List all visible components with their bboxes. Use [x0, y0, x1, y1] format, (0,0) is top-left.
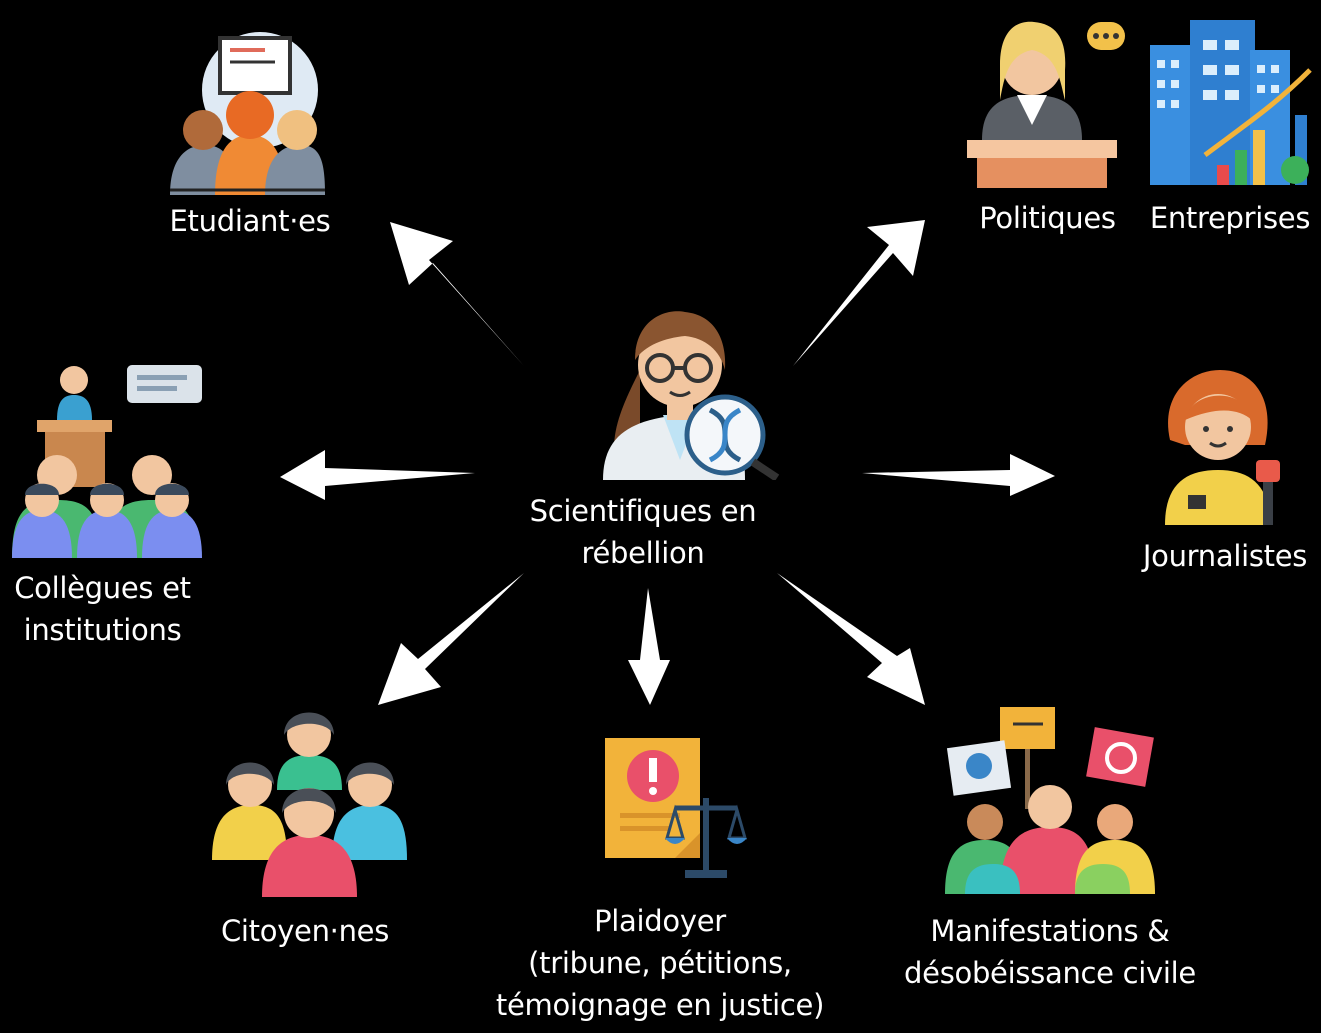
- arrow-to-colleagues: [280, 450, 475, 500]
- speaker-at-podium-icon: [967, 21, 1125, 188]
- students-label-line-1: Etudiant·es: [169, 204, 331, 238]
- journalists-label: Journalistes: [1130, 535, 1320, 577]
- citizens-label: Citoyen·nes: [195, 910, 415, 952]
- arrow-to-students: [390, 222, 524, 366]
- arrow-to-journalists: [862, 454, 1055, 496]
- journalists-label-line-1: Journalistes: [1142, 539, 1308, 573]
- protests-label: Manifestations & désobéissance civile: [885, 910, 1215, 994]
- protests-label-line-2: désobéissance civile: [904, 956, 1196, 991]
- conference-audience-icon: [12, 365, 202, 558]
- arrow-to-protests: [777, 573, 925, 705]
- colleagues-label: Collègues et institutions: [0, 567, 205, 651]
- arrow-to-citizens: [378, 573, 524, 705]
- advocacy-label-line-3: témoignage en justice): [495, 988, 825, 1023]
- companies-label-line-1: Entreprises: [1149, 201, 1311, 235]
- politicians-label-line-1: Politiques: [979, 201, 1116, 235]
- citizens-label-line-1: Citoyen·nes: [220, 914, 390, 948]
- advocacy-label: Plaidoyer (tribune, pétitions, témoignag…: [475, 900, 845, 1026]
- group-of-people-icon: [212, 712, 407, 897]
- reporter-with-microphone-icon: [1165, 370, 1280, 525]
- legal-document-warning-icon: [605, 738, 747, 878]
- protest-signs-crowd-icon: [945, 707, 1155, 894]
- center-label: Scientifiques en rébellion: [513, 490, 773, 574]
- office-buildings-growth-icon: [1150, 20, 1312, 185]
- colleagues-label-line-2: institutions: [23, 613, 182, 648]
- advocacy-label-line-2: (tribune, pétitions,: [528, 946, 792, 981]
- students-label: Etudiant·es: [140, 200, 360, 242]
- arrow-to-advocacy: [628, 588, 670, 705]
- colleagues-label-line-1: Collègues et: [14, 571, 191, 605]
- companies-label: Entreprises: [1141, 197, 1319, 239]
- arrow-to-politicians: [793, 220, 925, 366]
- advocacy-label-line-1: Plaidoyer: [594, 904, 726, 938]
- classroom-presentation-icon: [170, 32, 325, 195]
- center-label-line-1: Scientifiques en: [529, 494, 757, 528]
- politicians-label: Politiques: [960, 197, 1135, 239]
- scientist-with-dna-icon: [603, 311, 780, 480]
- center-label-line-2: rébellion: [581, 536, 705, 571]
- protests-label-line-1: Manifestations &: [930, 914, 1170, 948]
